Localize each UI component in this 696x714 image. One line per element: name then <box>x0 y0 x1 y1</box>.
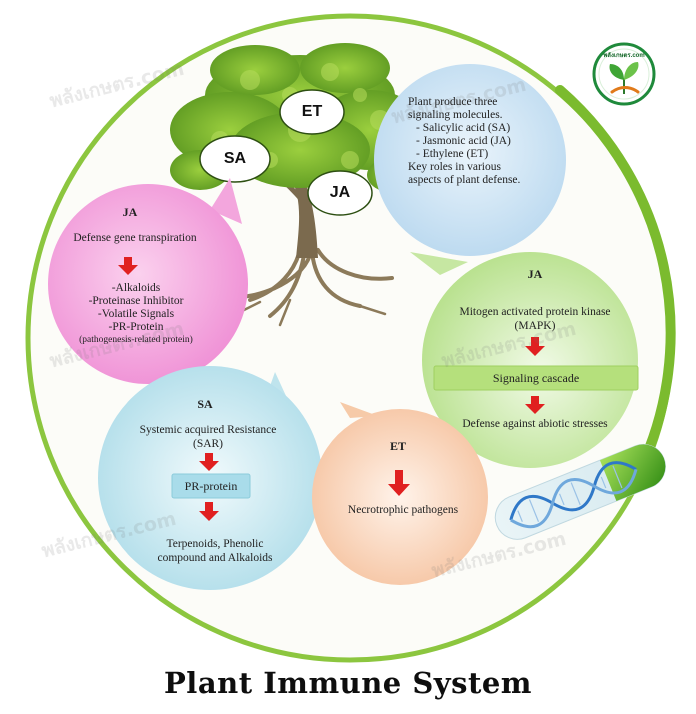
list-item: -Alkaloids <box>111 282 161 294</box>
ja-right-line1: Mitogen activated protein kinase <box>459 306 611 318</box>
pr-protein-box: PR-protein <box>184 479 238 493</box>
arrow-et <box>388 470 410 496</box>
ja-right-line2: (MAPK) <box>514 320 556 332</box>
arrow-sar-2 <box>199 502 219 521</box>
brand-logo <box>592 42 656 106</box>
sa-line1: Systemic acquired Resistance <box>139 424 277 436</box>
signaling-cascade-box: Signaling cascade <box>492 371 580 385</box>
tree-tag-ja: JA <box>329 184 351 201</box>
signaling-cascade-box-shape <box>433 365 639 391</box>
arrow-ja-left <box>118 257 138 275</box>
page-title: Plant Immune System <box>164 666 532 700</box>
ja-right-header: JA <box>527 267 543 281</box>
intro-line: aspects of plant defense. <box>408 174 521 186</box>
list-item: -PR-Protein <box>108 321 164 333</box>
ja-left-subtitle: Defense gene transpiration <box>73 232 197 244</box>
intro-item: - Jasmonic acid (JA) <box>416 135 511 147</box>
tree-tag-sa: SA <box>223 150 247 167</box>
dna-capsule-icon <box>494 443 666 540</box>
list-item-note: (pathogenesis-related protein) <box>79 335 193 345</box>
intro-bubble <box>374 64 566 256</box>
tree-tag-et: ET <box>301 103 323 120</box>
list-item: -Proteinase Inhibitor <box>88 295 184 307</box>
intro-line: Key roles in various <box>408 161 501 173</box>
arrow-mapk-1 <box>525 337 545 356</box>
pr-protein-box-shape <box>171 473 251 499</box>
et-header: ET <box>389 439 406 453</box>
ja-mapk-bubble <box>410 252 638 468</box>
et-bubble <box>312 402 488 585</box>
sa-header: SA <box>197 397 213 411</box>
red-arrows <box>118 257 545 521</box>
intro-item: - Salicylic acid (SA) <box>416 122 511 134</box>
intro-line: signaling molecules. <box>408 109 503 121</box>
logo-text: พลังเกษตร.com <box>603 53 645 59</box>
intro-item: - Ethylene (ET) <box>416 148 489 160</box>
intro-line: Plant produce three <box>408 96 498 108</box>
ja-left-header: JA <box>122 205 138 219</box>
ja-left-items: -Alkaloids -Proteinase Inhibitor -Volati… <box>46 282 226 347</box>
tree-tag-bubbles <box>199 89 373 216</box>
sa-result1: Terpenoids, Phenolic <box>166 538 264 550</box>
ja-right-result: Defense against abiotic stresses <box>462 418 608 430</box>
arrow-sar-1 <box>199 453 219 471</box>
sa-result2: compound and Alkaloids <box>157 552 273 564</box>
ja-defense-bubble <box>48 178 248 384</box>
sa-line2: (SAR) <box>192 438 224 450</box>
arrow-mapk-2 <box>525 396 545 414</box>
et-result: Necrotrophic pathogens <box>347 504 459 516</box>
list-item: -Volatile Signals <box>97 308 175 320</box>
intro-text: Plant produce three signaling molecules.… <box>408 96 558 187</box>
